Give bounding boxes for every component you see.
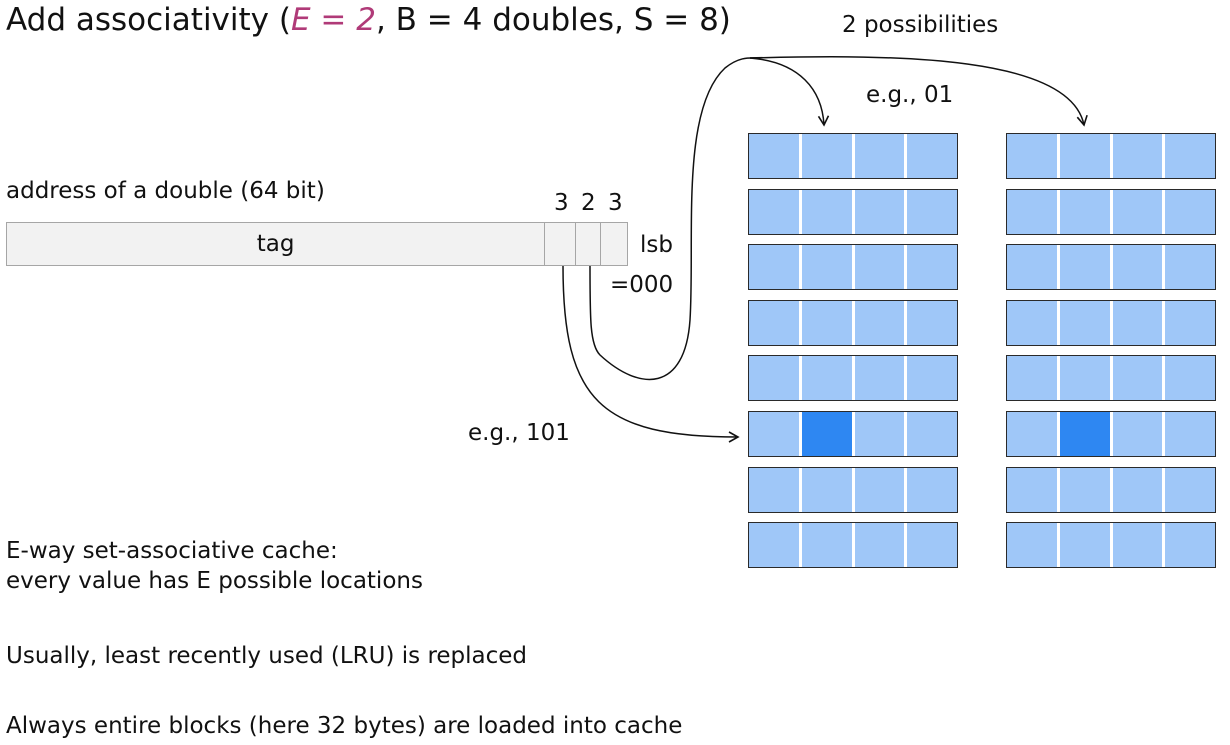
cache-set-row (748, 299, 958, 346)
cache-set-row (1006, 466, 1216, 513)
cache-block (749, 189, 802, 234)
cache-block (855, 356, 908, 401)
title-emphasis: E = 2 (290, 2, 376, 38)
bit-width-set-index: 3 (554, 190, 569, 216)
way-1-arrow (749, 57, 830, 127)
cache-block (802, 189, 855, 234)
cache-block (1060, 523, 1113, 568)
cache-block-highlighted (801, 412, 855, 456)
cache-block (1007, 134, 1060, 178)
way-2-arrow (749, 56, 1088, 127)
cache-block (1007, 356, 1060, 401)
cache-block (855, 300, 908, 345)
cache-set-row (1006, 299, 1216, 346)
cache-set-row (748, 522, 958, 569)
cache-block (1060, 189, 1113, 234)
cache-block (1113, 523, 1166, 568)
cache-block (855, 523, 908, 568)
cache-block (1113, 245, 1166, 290)
cache-block (1007, 412, 1060, 456)
cache-block (1007, 523, 1060, 568)
page-title: Add associativity (E = 2, B = 4 doubles,… (6, 2, 731, 38)
cache-set-row (1006, 522, 1216, 569)
cache-block (802, 523, 855, 568)
lsb-value: =000 (610, 272, 674, 298)
cache-block (802, 245, 855, 290)
cache-set-row (1006, 133, 1216, 179)
cache-block (1060, 134, 1113, 178)
cache-set-row (1006, 411, 1216, 457)
cache-set-row (748, 355, 958, 402)
cache-block (749, 300, 802, 345)
cache-block (1113, 356, 1166, 401)
cache-block (855, 134, 908, 178)
title-prefix: Add associativity ( (6, 2, 291, 38)
cache-block (855, 245, 908, 290)
cache-block (1060, 467, 1113, 512)
cache-set-row (748, 244, 958, 291)
address-bit-fields: tag (6, 222, 628, 266)
cache-block (802, 134, 855, 178)
cache-block (1007, 189, 1060, 234)
cache-block (855, 189, 908, 234)
address-label: address of a double (64 bit) (6, 178, 325, 204)
cache-block (749, 467, 802, 512)
cache-set-row (1006, 244, 1216, 291)
cache-block (1113, 134, 1166, 178)
possibilities-label: 2 possibilities (842, 12, 999, 38)
block-offset-field (576, 223, 602, 265)
cache-block (1113, 467, 1166, 512)
cache-block (1113, 300, 1166, 345)
cache-block (802, 467, 855, 512)
bit-width-block-offset: 2 (581, 190, 596, 216)
title-suffix: , B = 4 doubles, S = 8) (375, 2, 731, 38)
note-ways-detail: every value has E possible locations (6, 568, 423, 594)
cache-block (1060, 356, 1113, 401)
cache-block (749, 245, 802, 290)
note-blocks: Always entire blocks (here 32 bytes) are… (6, 713, 683, 739)
cache-block (1007, 245, 1060, 290)
cache-block (1060, 300, 1113, 345)
cache-block (855, 467, 908, 512)
note-lru: Usually, least recently used (LRU) is re… (6, 643, 528, 669)
cache-block (1113, 412, 1166, 456)
cache-block (749, 134, 802, 178)
cache-set-row (748, 188, 958, 235)
cache-set-row (748, 466, 958, 513)
cache-block (802, 356, 855, 401)
cache-block (855, 412, 908, 456)
block-offset-curve (589, 57, 761, 381)
cache-block (749, 356, 802, 401)
set-example-label: e.g., 101 (468, 420, 570, 446)
cache-block (1113, 189, 1166, 234)
cache-block (1060, 245, 1113, 290)
cache-set-row (748, 411, 958, 457)
cache-block-highlighted (1059, 412, 1113, 456)
bit-width-byte-offset: 3 (608, 190, 623, 216)
offset-example-label: e.g., 01 (866, 82, 954, 108)
cache-block (1007, 467, 1060, 512)
cache-set-row (748, 133, 958, 179)
set-index-arrow (562, 265, 740, 443)
cache-block (802, 300, 855, 345)
cache-block (749, 412, 802, 456)
tag-field: tag (7, 223, 546, 265)
cache-block (1007, 300, 1060, 345)
cache-set-row (1006, 188, 1216, 235)
cache-set-row (1006, 355, 1216, 402)
set-index-field (545, 223, 577, 265)
lsb-label: lsb (640, 232, 673, 258)
cache-block (749, 523, 802, 568)
note-ways-heading: E-way set-associative cache: (6, 538, 338, 564)
